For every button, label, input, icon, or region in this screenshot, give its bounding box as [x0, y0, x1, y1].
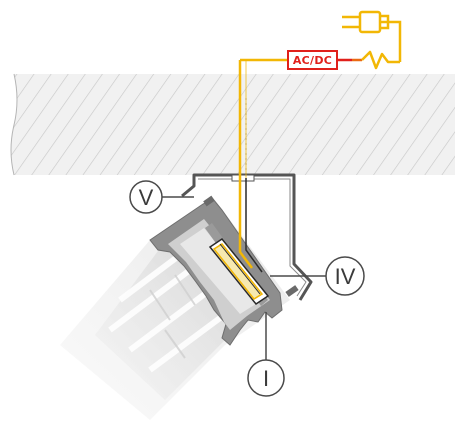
- acdc-label: AC/DC: [293, 54, 332, 67]
- callout-v-label: V: [139, 185, 154, 210]
- callout-i: I: [247, 312, 285, 397]
- acdc-driver: AC/DC: [287, 50, 338, 70]
- plug-icon: [342, 10, 402, 62]
- mounting-bracket: [181, 173, 313, 301]
- ceiling-slab: [10, 73, 455, 176]
- callout-iv: IV: [270, 256, 365, 296]
- power-wire: [238, 58, 362, 273]
- callout-v: V: [129, 180, 194, 214]
- led-strip: [208, 237, 270, 306]
- callout-i-label: I: [263, 366, 269, 391]
- wavy-line-icon: [361, 50, 400, 70]
- callout-iv-label: IV: [335, 264, 356, 289]
